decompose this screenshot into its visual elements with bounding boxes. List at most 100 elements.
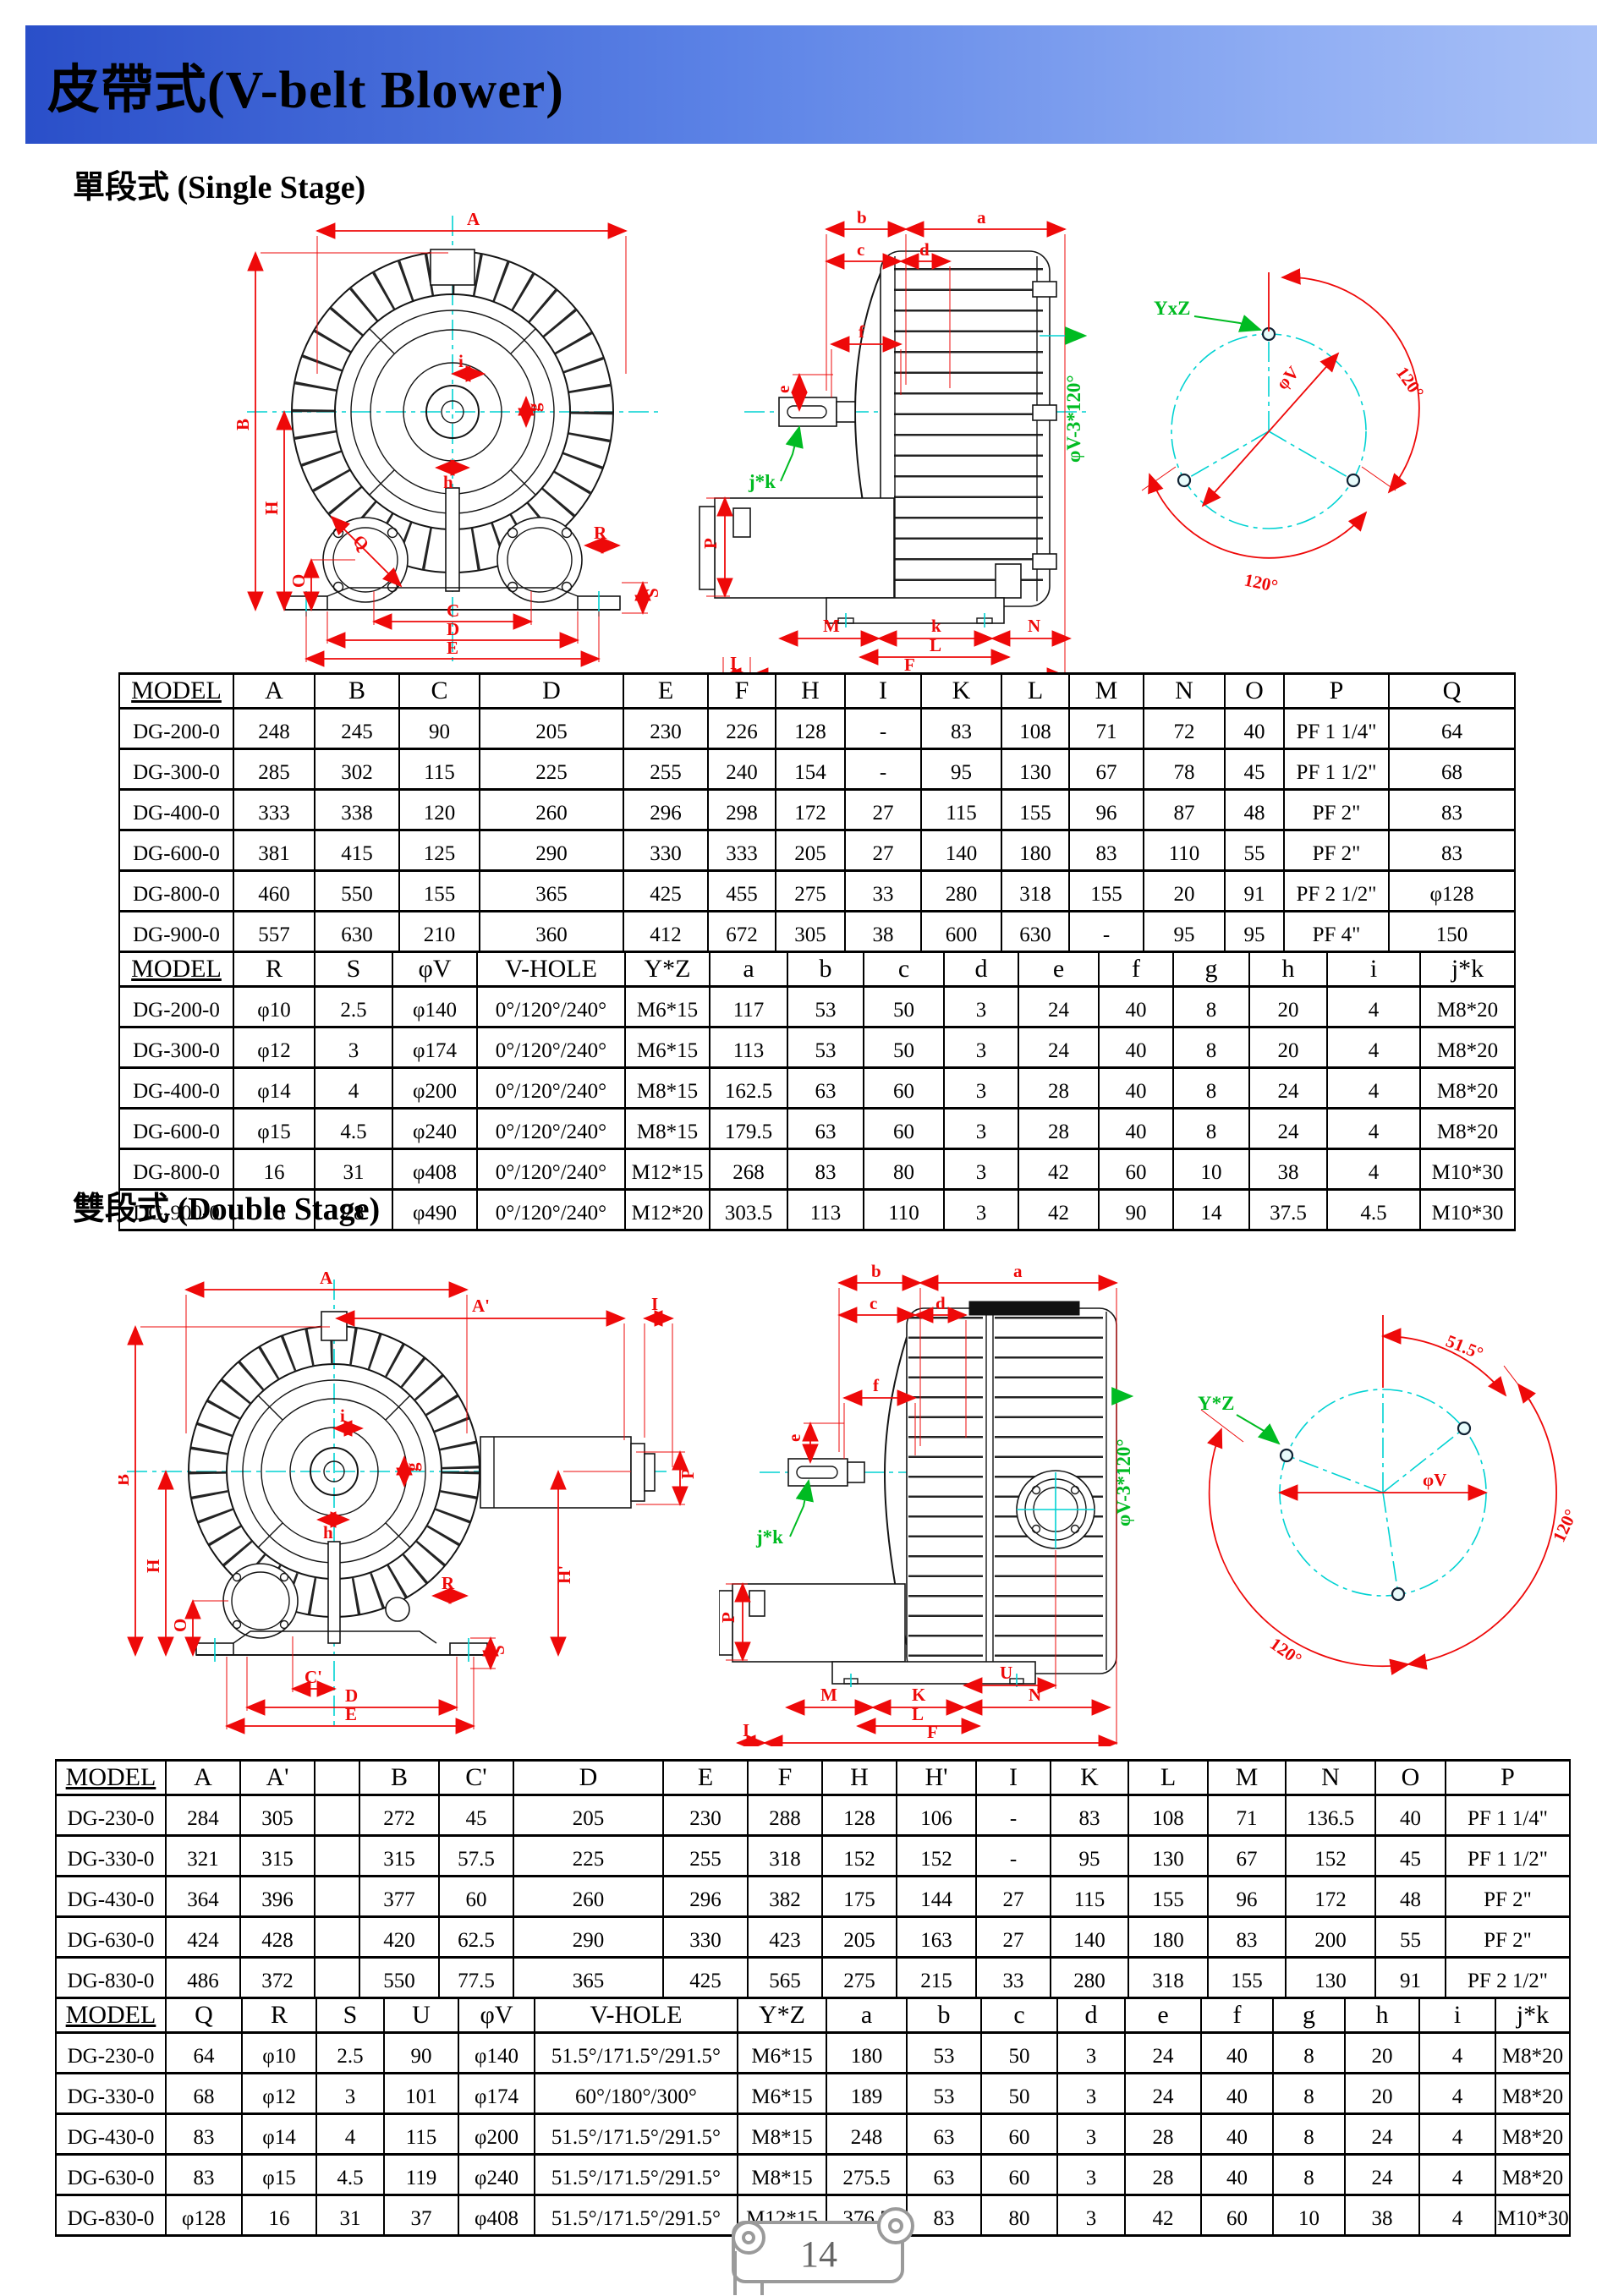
column-header: H — [821, 1759, 897, 1796]
table-cell: 68 — [165, 2072, 243, 2115]
double-stage-heading: 雙段式 (Double Stage) — [73, 1192, 381, 1227]
table-cell: 113 — [709, 1026, 788, 1069]
table-cell: 557 — [233, 910, 315, 953]
table-cell: M8*20 — [1419, 1026, 1516, 1069]
table-cell: 20 — [1344, 2031, 1420, 2074]
table-cell: 144 — [896, 1875, 977, 1918]
table-cell: 230 — [662, 1794, 749, 1837]
table-cell: 600 — [920, 910, 1002, 953]
table-cell: 71 — [1207, 1794, 1287, 1837]
table-cell: 60 — [980, 2153, 1058, 2196]
table-cell: 38 — [1248, 1148, 1328, 1191]
table-cell: 8 — [1172, 985, 1250, 1028]
table-cell: 140 — [1050, 1915, 1129, 1959]
angle-label: 120° — [1243, 569, 1280, 596]
table-cell: 305 — [239, 1794, 315, 1837]
column-header: f — [1200, 1997, 1274, 2034]
table-cell: 4 — [1418, 2153, 1496, 2196]
table-cell: φ240 — [392, 1107, 478, 1150]
table-cell: M8*15 — [624, 1066, 710, 1110]
table-cell: 125 — [398, 829, 480, 872]
table-cell: 33 — [844, 869, 922, 912]
table-cell: 226 — [707, 707, 776, 750]
table-cell: 0°/120°/240° — [476, 1066, 626, 1110]
column-header: MODEL — [55, 1759, 167, 1796]
table-cell: 260 — [513, 1875, 664, 1918]
table-cell: 4 — [1418, 2194, 1496, 2237]
dim-label: D — [345, 1685, 358, 1706]
table-cell: 425 — [662, 1956, 749, 1999]
table-cell: 90 — [383, 2031, 459, 2074]
table-cell: 53 — [906, 2031, 982, 2074]
table-cell: 180 — [1127, 1915, 1209, 1959]
table-cell: 16 — [241, 2194, 317, 2237]
table-cell: 318 — [1001, 869, 1070, 912]
table-cell: 80 — [863, 1148, 945, 1191]
table-cell: 154 — [775, 748, 846, 791]
table-cell: M8*20 — [1495, 2072, 1571, 2115]
column-header: d — [1056, 1997, 1126, 2034]
table-cell: 33 — [975, 1956, 1051, 1999]
column-header: O — [1374, 1759, 1446, 1796]
table-cell: DG-430-0 — [55, 2112, 167, 2156]
dim-label: M — [820, 1685, 837, 1705]
table-cell: 3 — [1056, 2112, 1126, 2156]
table-cell: 377 — [359, 1875, 440, 1918]
table-cell: 90 — [1098, 1188, 1174, 1231]
table-cell: 106 — [896, 1794, 977, 1837]
dim-label: S — [642, 588, 662, 598]
column-header: B — [314, 672, 400, 710]
table-cell: 95 — [1143, 910, 1226, 953]
table-cell: 333 — [707, 829, 776, 872]
table-cell: 40 — [1098, 1107, 1174, 1150]
table-cell: DG-630-0 — [55, 1915, 167, 1959]
column-header: H — [775, 672, 846, 710]
table-cell: 3 — [943, 1066, 1019, 1110]
table-cell: φ14 — [241, 2112, 317, 2156]
table-cell: PF 2" — [1283, 788, 1390, 831]
dim-label: f — [859, 321, 865, 342]
table-cell: 67 — [1068, 748, 1144, 791]
table-cell: M6*15 — [624, 1026, 710, 1069]
table-cell: M12*20 — [624, 1188, 710, 1231]
table-cell: φ490 — [392, 1188, 478, 1231]
table-cell: 155 — [398, 869, 480, 912]
table-cell: 315 — [359, 1834, 440, 1877]
table-cell: 136.5 — [1285, 1794, 1376, 1837]
table-cell: 455 — [707, 869, 776, 912]
table-cell: 298 — [707, 788, 776, 831]
column-header: b — [906, 1997, 982, 2034]
table-cell: 565 — [747, 1956, 823, 1999]
column-header: L — [1127, 1759, 1209, 1796]
table-cell: 3 — [315, 2072, 385, 2115]
table-cell: 24 — [1248, 1107, 1328, 1150]
table-cell: 240 — [707, 748, 776, 791]
table-cell: 230 — [623, 707, 709, 750]
dim-label: R — [442, 1573, 455, 1593]
column-header: C — [398, 672, 480, 710]
table-cell: 290 — [513, 1915, 664, 1959]
table-cell: 40 — [1200, 2031, 1274, 2074]
column-header: h — [1248, 951, 1328, 988]
table-cell: 51.5°/171.5°/291.5° — [534, 2153, 738, 2196]
table-cell: 275 — [821, 1956, 897, 1999]
table-cell: 0°/120°/240° — [476, 1148, 626, 1191]
table-cell: 68 — [1388, 748, 1516, 791]
column-header: j*k — [1495, 1997, 1571, 2034]
table-cell: 27 — [844, 829, 922, 872]
table-cell: 672 — [707, 910, 776, 953]
table-cell: 381 — [233, 829, 315, 872]
table-cell: DG-200-0 — [118, 985, 234, 1028]
table-cell: 0°/120°/240° — [476, 1026, 626, 1069]
table-cell: φ12 — [241, 2072, 317, 2115]
single-stage-side-view-drawing: b a c d f e P M k N L F I j*k φV-3 — [699, 207, 1089, 674]
column-header: M — [1068, 672, 1144, 710]
table-cell: 42 — [1018, 1188, 1100, 1231]
table-cell: 3 — [1056, 2153, 1126, 2196]
column-header: I — [844, 672, 922, 710]
table-cell: 24 — [1124, 2072, 1202, 2115]
